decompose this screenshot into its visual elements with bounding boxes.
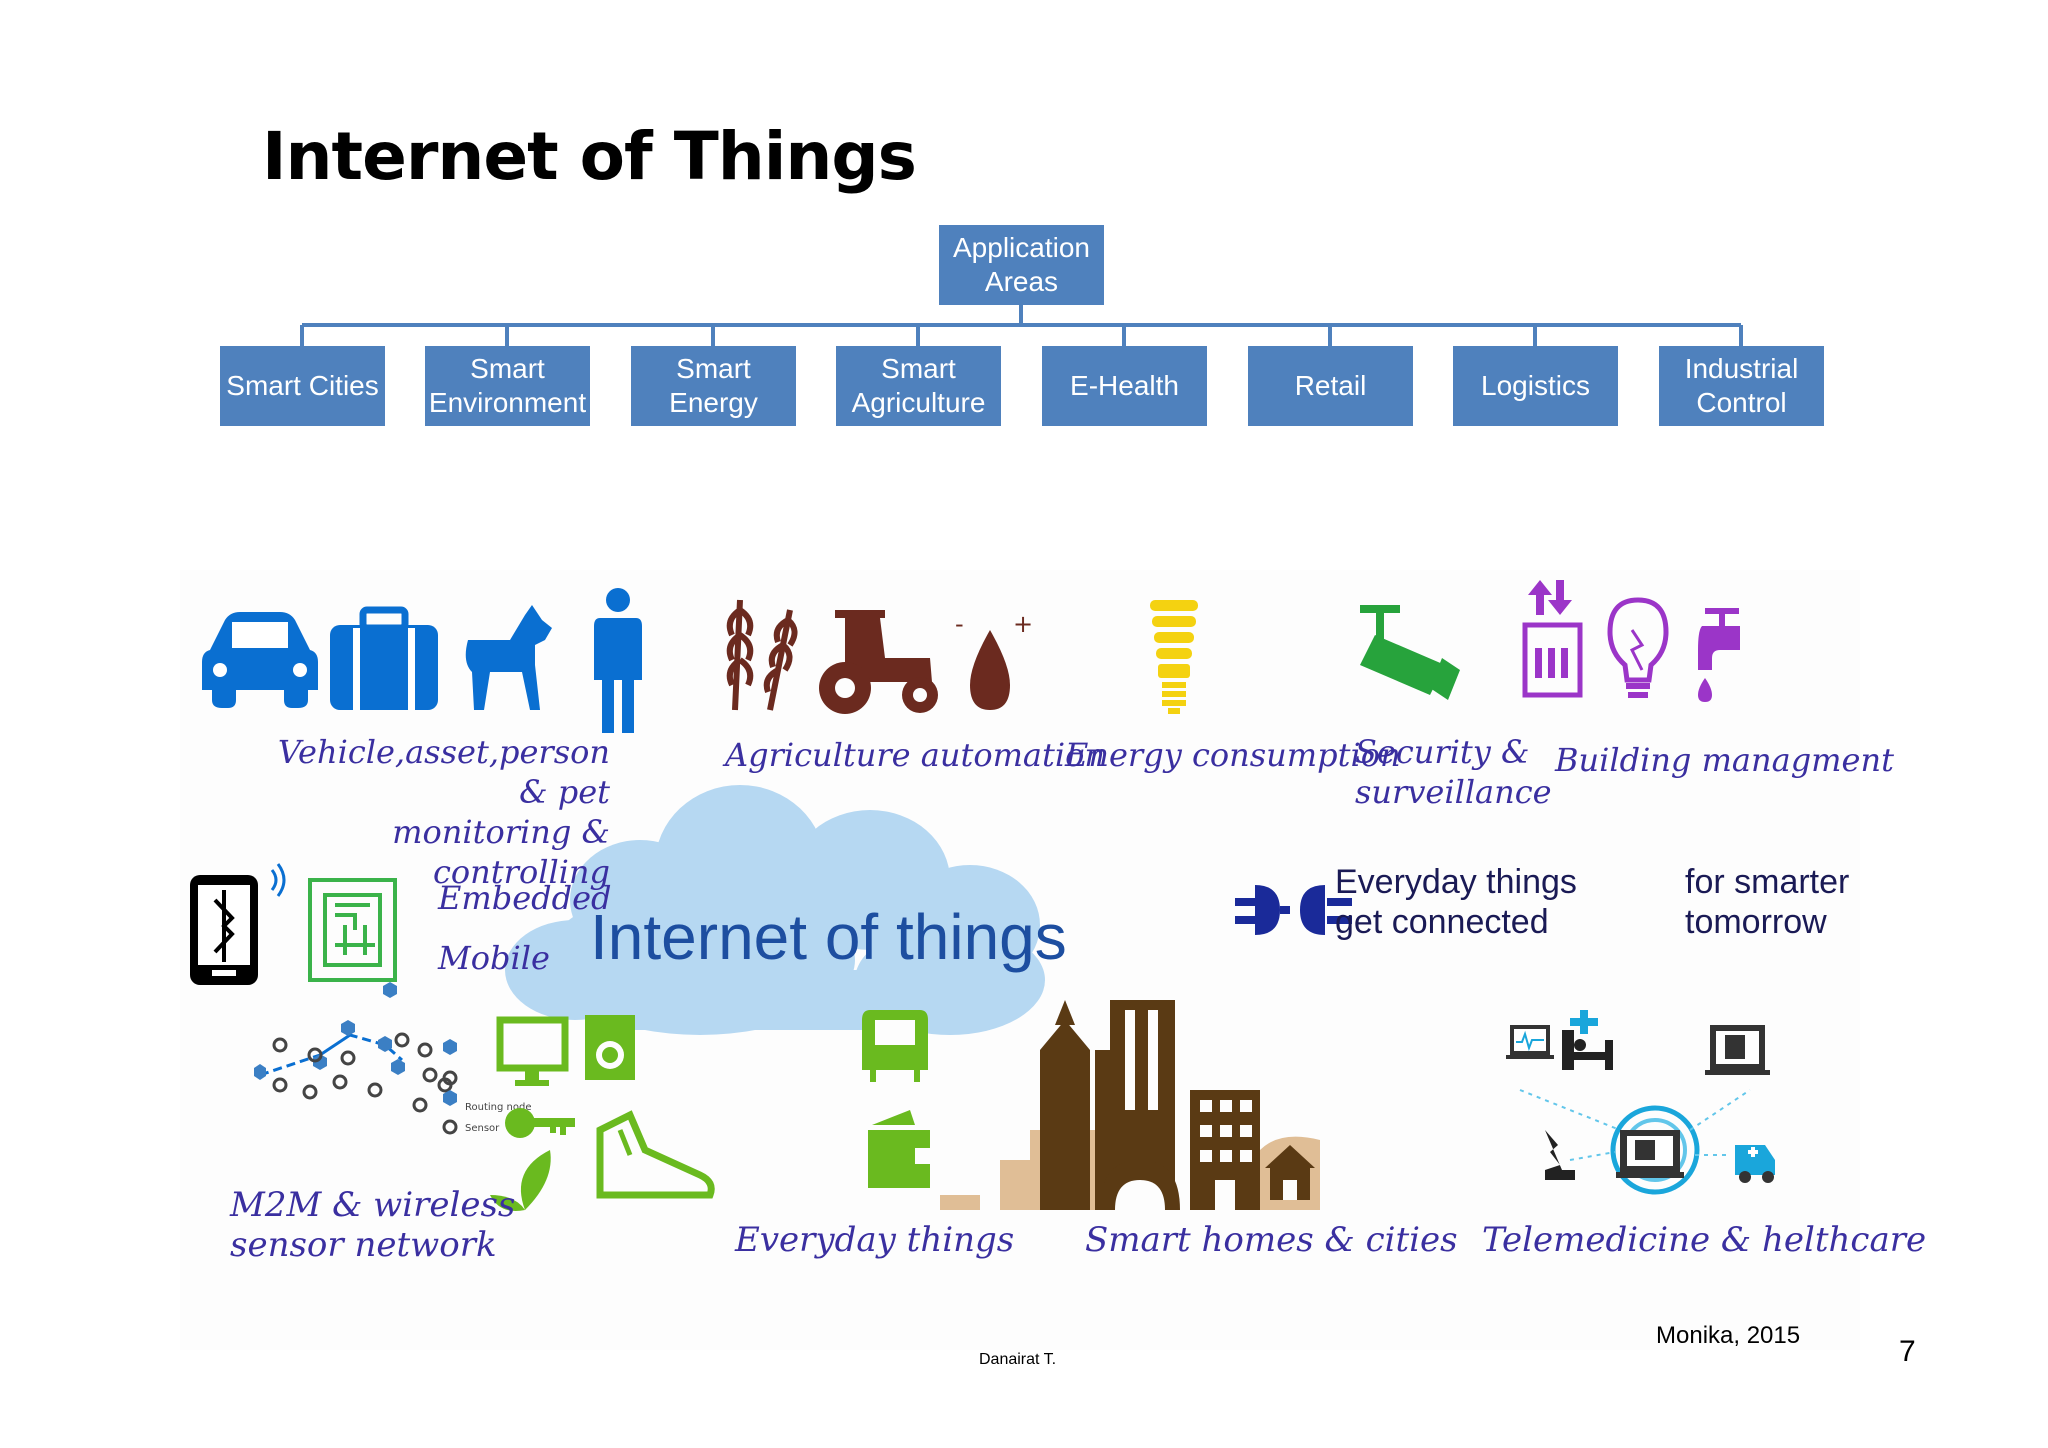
sensor-label: Sensor — [465, 1123, 500, 1134]
root-node: Application Areas — [939, 225, 1104, 305]
child-node-logistics: Logistics — [1453, 346, 1618, 426]
sneaker-icon — [596, 1110, 715, 1199]
child-node-smart-cities: Smart Cities — [220, 346, 385, 426]
caption-building: Building managment — [1555, 741, 1894, 779]
child-node-industrial-control: Industrial Control — [1659, 346, 1824, 426]
elevator-icon — [1522, 580, 1583, 698]
caption-agriculture: Agriculture automation — [725, 736, 1105, 774]
security-camera-icon — [1360, 605, 1460, 700]
cloud-title: Internet of things — [590, 901, 1067, 973]
wallet-icon — [868, 1110, 930, 1188]
caption-m2m: M2M & wireless sensor network — [230, 1185, 516, 1265]
washing-machine-icon — [585, 1015, 635, 1080]
author: Danairat T. — [979, 1351, 1057, 1368]
infographic-icons: - + — [190, 580, 1775, 1211]
child-node-retail: Retail — [1248, 346, 1413, 426]
slogan-right: for smarter tomorrow — [1685, 863, 1850, 941]
monitor-icon — [496, 1016, 569, 1086]
caption-telemedicine: Telemedicine & helthcare — [1482, 1220, 1927, 1260]
caption-embedded: Embedded — [438, 879, 612, 917]
tractor-icon — [819, 610, 938, 714]
telemedicine-diagram — [1506, 1010, 1775, 1195]
page-number: 7 — [1899, 1335, 1916, 1368]
caption-everyday: Everyday things — [735, 1220, 1015, 1260]
cloud-shape — [505, 785, 1045, 1035]
wheat-icon — [726, 599, 798, 711]
armchair-icon — [862, 1010, 928, 1082]
light-bulb-icon — [1150, 600, 1198, 714]
svg-text:+: + — [1013, 610, 1033, 638]
svg-text:-: - — [955, 610, 964, 638]
caption-energy: Energy consumption — [1065, 736, 1401, 774]
plug-icon — [1235, 885, 1352, 935]
org-chart-connectors — [300, 305, 1743, 346]
bluetooth-phone-icon — [190, 863, 286, 985]
person-icon — [594, 588, 642, 733]
iot-infographic: - + — [180, 570, 1926, 1350]
slide-title: Internet of Things — [262, 118, 917, 195]
plant-icon — [490, 1150, 551, 1211]
child-node-e-health: E-Health — [1042, 346, 1207, 426]
caption-smart-homes: Smart homes & cities — [1085, 1220, 1458, 1260]
child-node-smart-energy: Smart Energy — [631, 346, 796, 426]
idea-bulb-icon — [1607, 597, 1669, 698]
key-icon — [505, 1108, 575, 1138]
car-icon — [202, 612, 318, 708]
slogan-left: Everyday things get connected — [1335, 863, 1577, 941]
suitcase-icon — [330, 606, 438, 710]
caption-security: Security & surveillance — [1355, 733, 1552, 811]
circuit-board-icon — [308, 878, 397, 982]
caption-vehicle: Vehicle,asset,person & pet monitoring & … — [277, 733, 610, 891]
routing-node-label: Routing node — [465, 1102, 531, 1113]
city-buildings-icon — [920, 1000, 1320, 1210]
citation: Monika, 2015 — [1656, 1322, 1801, 1349]
child-node-smart-agriculture: Smart Agriculture — [836, 346, 1001, 426]
dog-icon — [465, 605, 552, 710]
sensor-network-diagram — [254, 982, 458, 1113]
water-drop-icon: - + — [955, 610, 1033, 710]
water-tap-icon — [1698, 608, 1740, 702]
child-node-smart-environment: Smart Environment — [425, 346, 590, 426]
caption-mobile: Mobile — [438, 939, 550, 977]
